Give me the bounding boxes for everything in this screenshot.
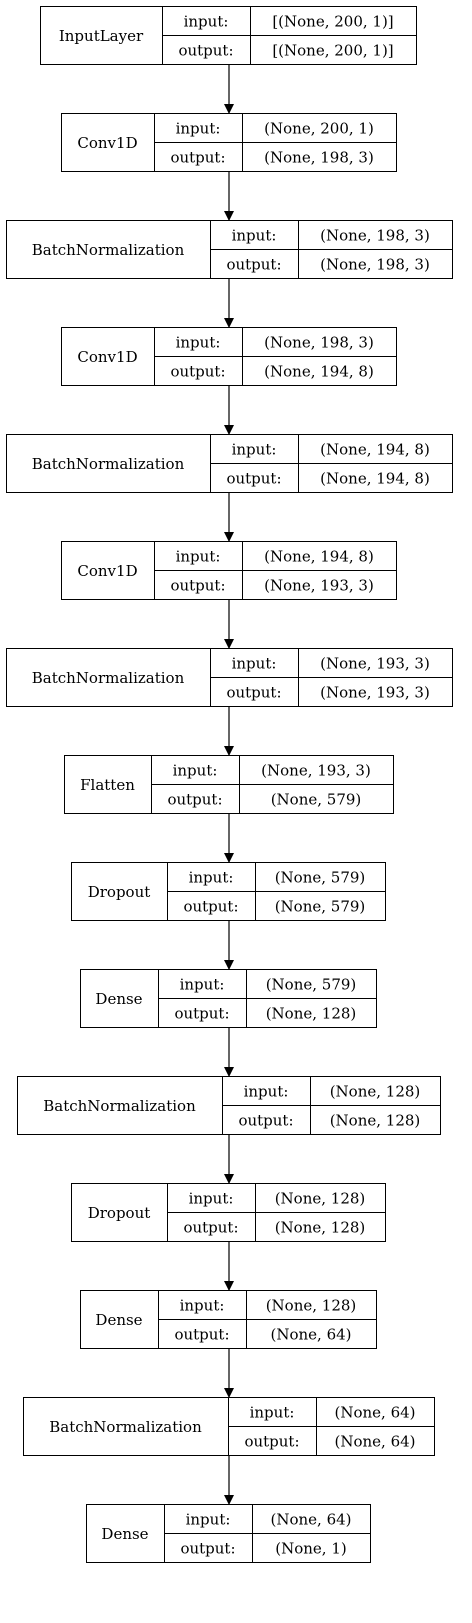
output-shape: (None, 64) bbox=[334, 1433, 415, 1451]
input-label: input: bbox=[244, 1083, 289, 1101]
output-shape: (None, 579) bbox=[275, 898, 366, 916]
output-shape: (None, 194, 8) bbox=[320, 470, 430, 488]
layer-node-batchnormalization: BatchNormalization input: output: (None, 19… bbox=[6, 648, 453, 707]
output-label: output: bbox=[183, 1219, 238, 1237]
layer-name: Conv1D bbox=[77, 562, 137, 580]
output-shape: (None, 193, 3) bbox=[264, 577, 374, 595]
input-shape: (None, 128) bbox=[266, 1297, 357, 1315]
input-label: input: bbox=[180, 976, 225, 994]
input-label: input: bbox=[250, 1404, 295, 1422]
input-shape: (None, 198, 3) bbox=[320, 227, 430, 245]
layer-name: InputLayer bbox=[59, 27, 144, 45]
layer-node-batchnormalization: BatchNormalization input: output: (None, 12… bbox=[17, 1076, 441, 1135]
output-label: output: bbox=[226, 256, 281, 274]
output-shape: (None, 128) bbox=[275, 1219, 366, 1237]
output-shape: (None, 198, 3) bbox=[264, 149, 374, 167]
input-label: input: bbox=[186, 1511, 231, 1529]
output-label: output: bbox=[178, 42, 233, 60]
output-label: output: bbox=[226, 470, 281, 488]
input-shape: (None, 579) bbox=[266, 976, 357, 994]
output-shape: (None, 198, 3) bbox=[320, 256, 430, 274]
layer-name: Dropout bbox=[88, 883, 151, 901]
input-shape: (None, 200, 1) bbox=[264, 120, 374, 138]
layer-node-dropout: Dropout input: output: (None, 579) (None, 57… bbox=[71, 862, 386, 921]
layer-name: Flatten bbox=[80, 776, 135, 794]
layer-node-flatten: Flatten input: output: (None, 193, 3) (None,… bbox=[64, 755, 394, 814]
layer-name: Dense bbox=[101, 1525, 148, 1543]
output-label: output: bbox=[226, 684, 281, 702]
input-shape: (None, 194, 8) bbox=[264, 548, 374, 566]
input-shape: (None, 128) bbox=[275, 1190, 366, 1208]
output-label: output: bbox=[170, 577, 225, 595]
input-shape: (None, 193, 3) bbox=[320, 655, 430, 673]
layer-name: Dense bbox=[95, 990, 142, 1008]
input-label: input: bbox=[176, 120, 221, 138]
input-label: input: bbox=[176, 334, 221, 352]
layer-node-batchnormalization: BatchNormalization input: output: (None, 19… bbox=[6, 220, 453, 279]
layer-name: Conv1D bbox=[77, 134, 137, 152]
layer-name: Conv1D bbox=[77, 348, 137, 366]
output-shape: [(None, 200, 1)] bbox=[272, 42, 393, 60]
input-label: input: bbox=[184, 13, 229, 31]
layer-node-dense: Dense input: output: (None, 128) (None, 64) bbox=[80, 1290, 377, 1349]
layer-name: Dense bbox=[95, 1311, 142, 1329]
layer-name: BatchNormalization bbox=[43, 1097, 196, 1115]
output-shape: (None, 579) bbox=[271, 791, 362, 809]
layer-name: BatchNormalization bbox=[32, 455, 185, 473]
layer-node-conv1d: Conv1D input: output: (None, 194, 8) (None, … bbox=[61, 541, 397, 600]
output-shape: (None, 64) bbox=[270, 1326, 351, 1344]
output-label: output: bbox=[238, 1112, 293, 1130]
layer-node-dense: Dense input: output: (None, 579) (None, 128) bbox=[80, 969, 377, 1028]
output-shape: (None, 1) bbox=[275, 1540, 346, 1558]
node-layer: InputLayer input: output: [(None, 200, 1)] [… bbox=[6, 6, 453, 1563]
input-label: input: bbox=[232, 441, 277, 459]
output-label: output: bbox=[180, 1540, 235, 1558]
input-shape: (None, 128) bbox=[330, 1083, 421, 1101]
input-label: input: bbox=[180, 1297, 225, 1315]
layer-node-batchnormalization: BatchNormalization input: output: (None, 64… bbox=[23, 1397, 435, 1456]
input-shape: (None, 64) bbox=[334, 1404, 415, 1422]
input-label: input: bbox=[232, 655, 277, 673]
output-label: output: bbox=[174, 1326, 229, 1344]
input-shape: (None, 194, 8) bbox=[320, 441, 430, 459]
input-shape: [(None, 200, 1)] bbox=[272, 13, 393, 31]
output-label: output: bbox=[170, 363, 225, 381]
output-shape: (None, 128) bbox=[266, 1005, 357, 1023]
layer-node-dense: Dense input: output: (None, 64) (None, 1) bbox=[86, 1504, 371, 1563]
output-shape: (None, 193, 3) bbox=[320, 684, 430, 702]
input-label: input: bbox=[176, 548, 221, 566]
output-label: output: bbox=[167, 791, 222, 809]
input-shape: (None, 193, 3) bbox=[261, 762, 371, 780]
output-shape: (None, 194, 8) bbox=[264, 363, 374, 381]
output-shape: (None, 128) bbox=[330, 1112, 421, 1130]
input-label: input: bbox=[232, 227, 277, 245]
layer-name: BatchNormalization bbox=[32, 241, 185, 259]
input-label: input: bbox=[189, 869, 234, 887]
input-shape: (None, 64) bbox=[270, 1511, 351, 1529]
output-label: output: bbox=[174, 1005, 229, 1023]
output-label: output: bbox=[170, 149, 225, 167]
input-shape: (None, 198, 3) bbox=[264, 334, 374, 352]
output-label: output: bbox=[183, 898, 238, 916]
layer-node-conv1d: Conv1D input: output: (None, 198, 3) (None, … bbox=[61, 327, 397, 386]
layer-name: BatchNormalization bbox=[32, 669, 185, 687]
layer-name: Dropout bbox=[88, 1204, 151, 1222]
output-label: output: bbox=[244, 1433, 299, 1451]
layer-node-conv1d: Conv1D input: output: (None, 200, 1) (None, … bbox=[61, 113, 397, 172]
layer-node-inputlayer: InputLayer input: output: [(None, 200, 1)] [… bbox=[40, 6, 417, 65]
input-shape: (None, 579) bbox=[275, 869, 366, 887]
input-label: input: bbox=[189, 1190, 234, 1208]
layer-node-dropout: Dropout input: output: (None, 128) (None, 12… bbox=[71, 1183, 386, 1242]
layer-name: BatchNormalization bbox=[49, 1418, 202, 1436]
layer-node-batchnormalization: BatchNormalization input: output: (None, 19… bbox=[6, 434, 453, 493]
input-label: input: bbox=[173, 762, 218, 780]
